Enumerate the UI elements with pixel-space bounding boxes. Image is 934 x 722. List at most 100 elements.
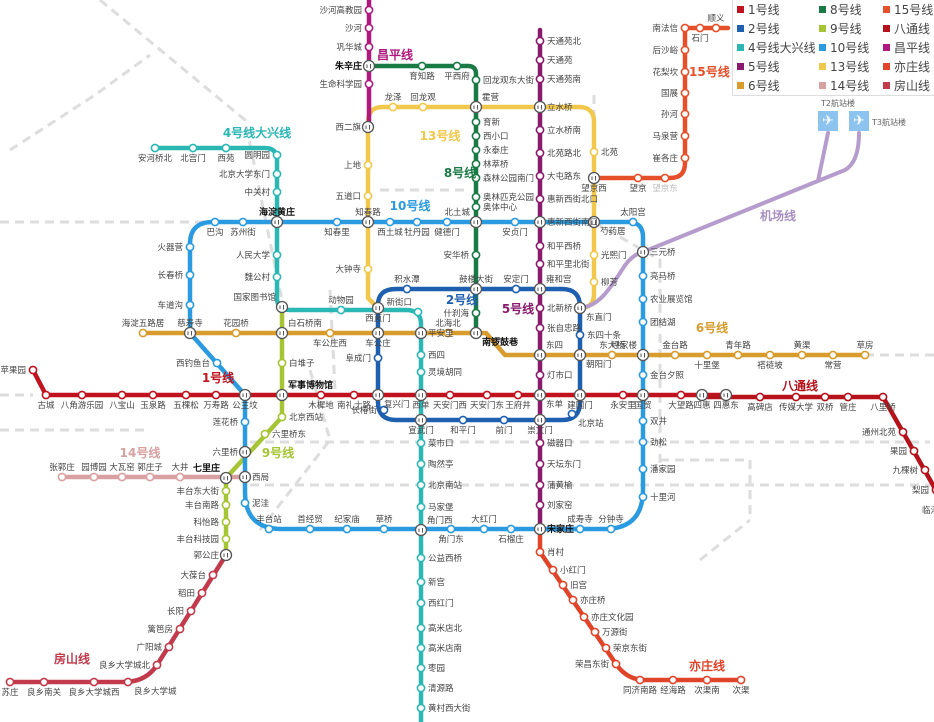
station-marker[interactable] xyxy=(211,390,221,400)
station-marker[interactable] xyxy=(336,305,346,315)
station-label[interactable]: 磁器口 xyxy=(547,438,573,449)
station-marker[interactable] xyxy=(638,294,648,304)
station-label[interactable]: 中关村 xyxy=(244,187,270,198)
station-label[interactable]: 育知路 xyxy=(409,71,435,82)
station-label[interactable]: 南礼士路 xyxy=(337,400,372,411)
station-label[interactable]: 前门 xyxy=(495,425,512,436)
station-label[interactable]: 荣京东街 xyxy=(613,643,648,654)
station-marker[interactable] xyxy=(471,75,481,85)
station-marker[interactable] xyxy=(416,703,426,713)
station-marker[interactable] xyxy=(510,217,520,227)
station-label[interactable]: 魏公村 xyxy=(244,272,270,283)
station-label[interactable]: 广阳城 xyxy=(136,642,162,653)
interchange-station-marker[interactable] xyxy=(219,471,233,485)
station-marker[interactable] xyxy=(138,328,148,338)
station-marker[interactable] xyxy=(638,370,648,380)
station-label[interactable]: 亦庄桥 xyxy=(580,595,606,606)
station-marker[interactable] xyxy=(221,143,231,153)
station-marker[interactable] xyxy=(535,194,545,204)
station-label[interactable]: 张自忠路 xyxy=(547,323,582,334)
station-marker[interactable] xyxy=(181,390,191,400)
legend-item[interactable]: 2号线 xyxy=(737,19,819,38)
station-label[interactable]: 芍药居 xyxy=(600,226,626,237)
station-marker[interactable] xyxy=(695,23,705,33)
station-marker[interactable] xyxy=(272,150,282,160)
station-label[interactable]: 丰台站 xyxy=(256,514,282,525)
station-label[interactable]: 朝阳门 xyxy=(586,359,612,370)
station-marker[interactable] xyxy=(452,61,462,71)
station-label[interactable]: 北京大学东门 xyxy=(219,169,270,180)
station-marker[interactable] xyxy=(638,317,648,327)
station-label[interactable]: 孙河 xyxy=(661,109,679,120)
station-label[interactable]: 国贸 xyxy=(634,400,651,411)
station-marker[interactable] xyxy=(272,250,282,260)
station-marker[interactable] xyxy=(797,350,807,360)
station-label[interactable]: 科怡路 xyxy=(193,517,219,528)
station-marker[interactable] xyxy=(264,524,274,534)
station-label[interactable]: 动物园 xyxy=(328,295,354,306)
interchange-station-marker[interactable] xyxy=(414,413,428,427)
station-marker[interactable] xyxy=(471,159,481,169)
station-label[interactable]: 安华桥 xyxy=(443,250,469,261)
station-marker[interactable] xyxy=(325,328,335,338)
station-label[interactable]: 大葆台 xyxy=(180,570,206,581)
station-marker[interactable] xyxy=(443,328,453,338)
station-label[interactable]: 西钓鱼台 xyxy=(176,358,210,369)
station-label[interactable]: 奥体中心 xyxy=(483,202,518,213)
station-label[interactable]: 管庄 xyxy=(839,402,857,413)
station-marker[interactable] xyxy=(471,145,481,155)
legend-item[interactable]: 14号线 xyxy=(819,76,883,95)
station-label[interactable]: 国展 xyxy=(661,89,679,99)
station-marker[interactable] xyxy=(123,677,133,687)
station-marker[interactable] xyxy=(185,270,195,280)
station-label[interactable]: 马泉营 xyxy=(652,131,678,142)
station-label[interactable]: 菜市口 xyxy=(428,438,454,449)
station-marker[interactable] xyxy=(558,580,568,590)
station-marker[interactable] xyxy=(342,524,352,534)
station-marker[interactable] xyxy=(471,131,481,141)
station-marker[interactable] xyxy=(567,409,577,419)
station-marker[interactable] xyxy=(150,143,160,153)
station-label[interactable]: 良乡南关 xyxy=(27,687,62,698)
station-label[interactable]: 鼓楼大街 xyxy=(459,274,494,285)
station-label[interactable]: 丰台东大街 xyxy=(176,486,219,497)
station-label[interactable]: 龙泽 xyxy=(384,92,402,103)
station-label[interactable]: 天坛东门 xyxy=(547,459,581,470)
station-marker[interactable] xyxy=(676,390,686,400)
station-label[interactable]: 海淀黄庄 xyxy=(259,206,295,218)
station-label[interactable]: 黄村西大街 xyxy=(428,703,471,714)
station-label[interactable]: 蒲黄榆 xyxy=(547,480,573,491)
station-label[interactable]: 九棵树 xyxy=(892,465,918,476)
station-label[interactable]: 梨园 xyxy=(912,485,929,496)
station-marker[interactable] xyxy=(606,524,616,534)
station-label[interactable]: 崔各庄 xyxy=(652,153,678,164)
station-label[interactable]: 圆明园 xyxy=(244,151,270,161)
station-marker[interactable] xyxy=(680,131,690,141)
station-marker[interactable] xyxy=(670,350,680,360)
interchange-station-marker[interactable] xyxy=(469,100,483,114)
interchange-station-marker[interactable] xyxy=(371,326,385,340)
station-label[interactable]: 苹果园 xyxy=(0,365,26,376)
station-label[interactable]: 通州北苑 xyxy=(862,427,897,438)
station-label[interactable]: 建国门 xyxy=(567,400,593,411)
interchange-station-marker[interactable] xyxy=(695,388,709,402)
station-label[interactable]: 惠新西街北口 xyxy=(547,194,598,205)
station-label[interactable]: 霍营 xyxy=(482,92,499,103)
station-label[interactable]: 小红门 xyxy=(560,565,586,576)
station-label[interactable]: 南法信 xyxy=(652,23,678,34)
station-marker[interactable] xyxy=(412,217,422,227)
station-label[interactable]: 十里河 xyxy=(650,492,676,503)
station-label[interactable]: 森林公园南门 xyxy=(483,173,534,184)
station-marker[interactable] xyxy=(638,416,648,426)
station-label[interactable]: 复兴门 xyxy=(384,399,410,410)
station-label[interactable]: 北苑 xyxy=(601,147,619,158)
station-label[interactable]: 宋家庄 xyxy=(546,523,574,535)
station-marker[interactable] xyxy=(482,390,492,400)
station-label[interactable]: 沙河 xyxy=(345,23,363,34)
station-label[interactable]: 奥林匹克公园 xyxy=(483,192,534,203)
station-marker[interactable] xyxy=(680,23,690,33)
station-marker[interactable] xyxy=(379,524,389,534)
station-label[interactable]: 亦庄文化园 xyxy=(591,612,634,623)
station-marker[interactable] xyxy=(633,173,643,183)
station-label[interactable]: 旧宫 xyxy=(570,580,587,591)
